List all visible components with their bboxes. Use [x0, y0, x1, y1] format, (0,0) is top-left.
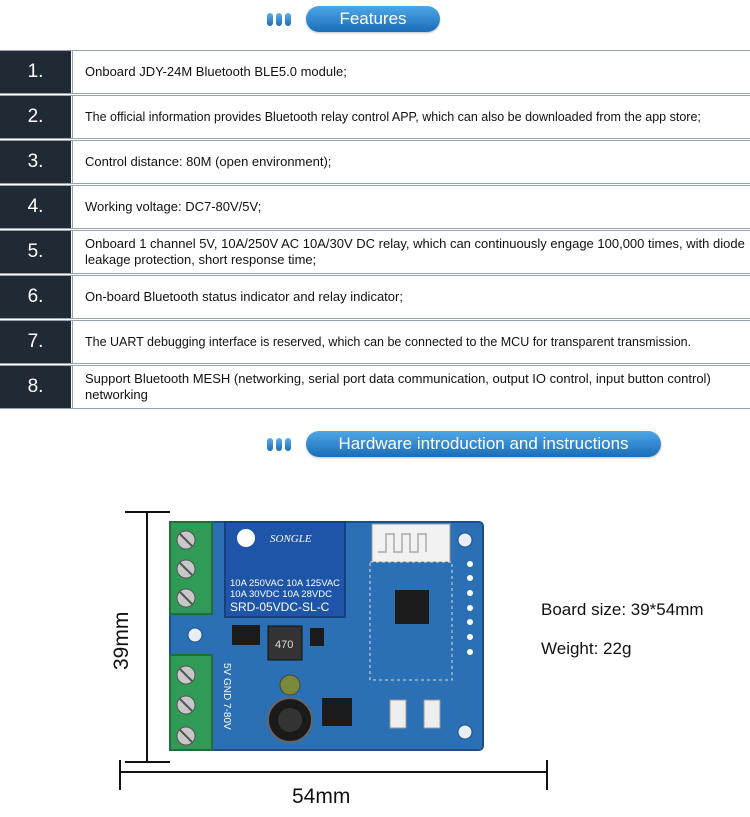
hardware-title: Hardware introduction and instructions — [306, 431, 661, 457]
feature-number: 6. — [0, 276, 71, 318]
board-size: Board size: 39*54mm — [541, 600, 704, 619]
feature-number: 1. — [0, 51, 71, 93]
feature-number: 5. — [0, 231, 71, 273]
decor-dots — [267, 13, 291, 26]
height-dimension — [125, 511, 170, 763]
inductor: 470 — [267, 625, 303, 661]
feature-row: 2. The official information provides Blu… — [0, 95, 750, 139]
button-reset — [389, 699, 407, 729]
feature-number: 4. — [0, 186, 71, 228]
inductor-label: 470 — [275, 639, 293, 651]
feature-number: 3. — [0, 141, 71, 183]
hardware-header: Hardware introduction and instructions — [0, 431, 750, 459]
feature-row: 6. On-board Bluetooth status indicator a… — [0, 275, 750, 319]
board-illustration: SONGLE 10A 250VAC 10A 125VAC 10A 30VDC 1… — [119, 511, 548, 790]
features-header: Features — [0, 6, 750, 34]
decor-dots — [267, 438, 291, 451]
feature-text: The UART debugging interface is reserved… — [72, 321, 750, 363]
feature-text: On-board Bluetooth status indicator and … — [72, 276, 750, 318]
feature-row: 7. The UART debugging interface is reser… — [0, 320, 750, 364]
features-table: 1. Onboard JDY-24M Bluetooth BLE5.0 modu… — [0, 50, 750, 410]
bluetooth-module — [369, 523, 453, 681]
feature-text: Control distance: 80M (open environment)… — [72, 141, 750, 183]
relay-model: SRD-05VDC-SL-C — [230, 600, 330, 614]
feature-row: 1. Onboard JDY-24M Bluetooth BLE5.0 modu… — [0, 50, 750, 94]
pin-header — [467, 561, 473, 655]
feature-row: 3. Control distance: 80M (open environme… — [0, 140, 750, 184]
weight: Weight: 22g — [541, 639, 632, 658]
width-dimension — [119, 760, 548, 790]
feature-row: 8. Support Bluetooth MESH (networking, s… — [0, 365, 750, 409]
relay-spec-2: 10A 30VDC 10A 28VDC — [230, 589, 332, 600]
terminal-block-bottom — [169, 654, 213, 751]
relay: SONGLE 10A 250VAC 10A 125VAC 10A 30VDC 1… — [224, 521, 346, 618]
power-pin-label: 5V GND 7-80V — [221, 663, 232, 730]
terminal-block-top — [169, 521, 213, 615]
relay-spec-1: 10A 250VAC 10A 125VAC — [230, 578, 340, 589]
features-title: Features — [306, 6, 440, 32]
feature-text: The official information provides Blueto… — [72, 96, 750, 138]
capacitor-small — [279, 674, 301, 696]
button-key — [423, 699, 441, 729]
width-dimension-label: 54mm — [292, 785, 351, 808]
feature-row: 5. Onboard 1 channel 5V, 10A/250V AC 10A… — [0, 230, 750, 274]
feature-number: 2. — [0, 96, 71, 138]
feature-row: 4. Working voltage: DC7-80V/5V; — [0, 185, 750, 229]
feature-number: 8. — [0, 366, 71, 408]
feature-number: 7. — [0, 321, 71, 363]
feature-text: Support Bluetooth MESH (networking, seri… — [72, 366, 750, 408]
relay-brand: SONGLE — [270, 533, 312, 545]
feature-text: Onboard JDY-24M Bluetooth BLE5.0 module; — [72, 51, 750, 93]
feature-text: Onboard 1 channel 5V, 10A/250V AC 10A/30… — [72, 231, 750, 273]
height-dimension-label: 39mm — [110, 611, 133, 670]
feature-text: Working voltage: DC7-80V/5V; — [72, 186, 750, 228]
